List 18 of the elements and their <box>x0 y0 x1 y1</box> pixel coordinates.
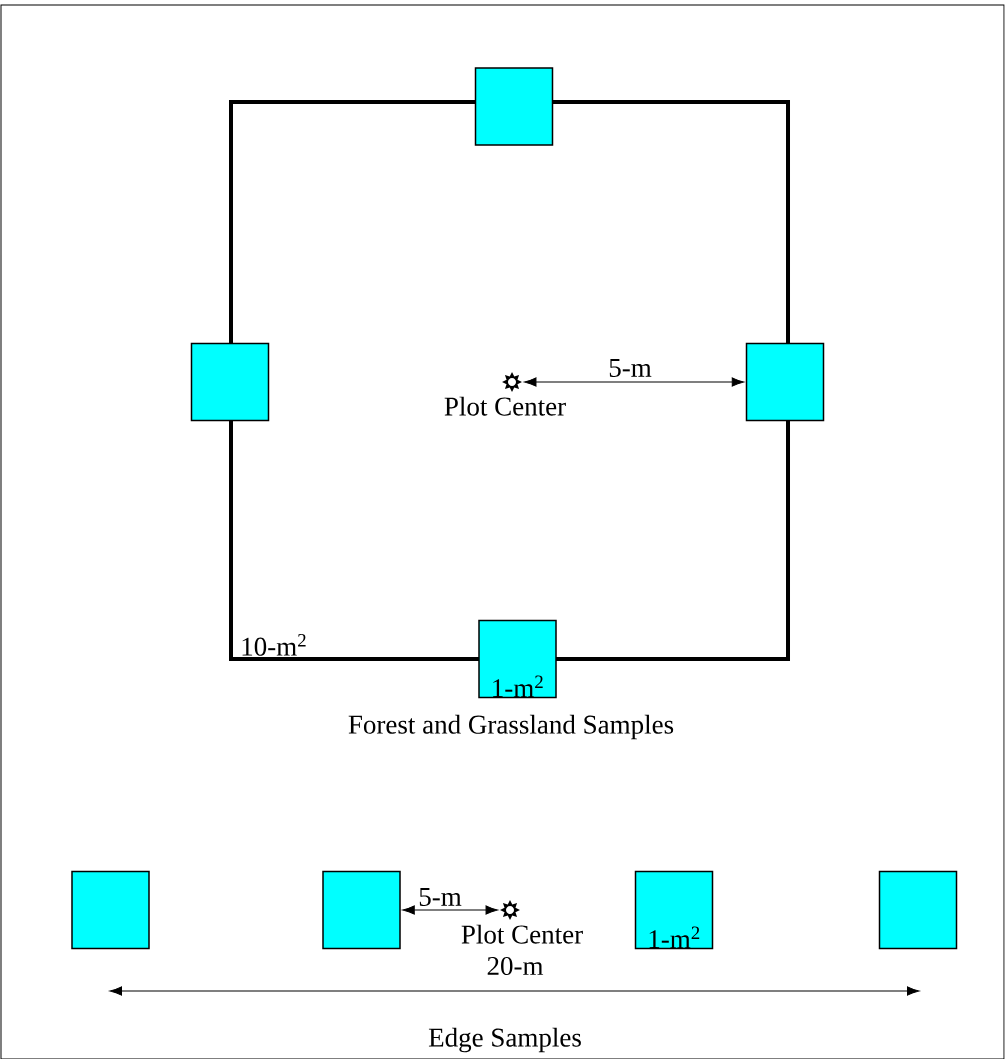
arrow <box>402 905 498 915</box>
sample-square: 1-m$^{2}$ <box>634 870 714 950</box>
section-caption: Edge Samples <box>428 1027 581 1053</box>
sample-square <box>474 67 554 146</box>
sample-square <box>878 870 958 950</box>
node-caption: Plot Center <box>461 924 583 944</box>
sample-square <box>745 342 825 422</box>
star-symbol <box>502 372 522 392</box>
star-symbol <box>500 900 520 920</box>
edge-label: 5-m <box>609 359 652 377</box>
edge-label: 5-m <box>419 888 462 906</box>
node-caption: Plot Center <box>444 396 566 416</box>
dimension-label: 20-m <box>487 956 544 976</box>
sample-square: 1-m$^{2}$ <box>478 619 557 699</box>
sample-square <box>71 870 150 950</box>
sample-square <box>190 342 270 422</box>
arrow <box>524 377 745 387</box>
sample-square <box>322 870 401 950</box>
